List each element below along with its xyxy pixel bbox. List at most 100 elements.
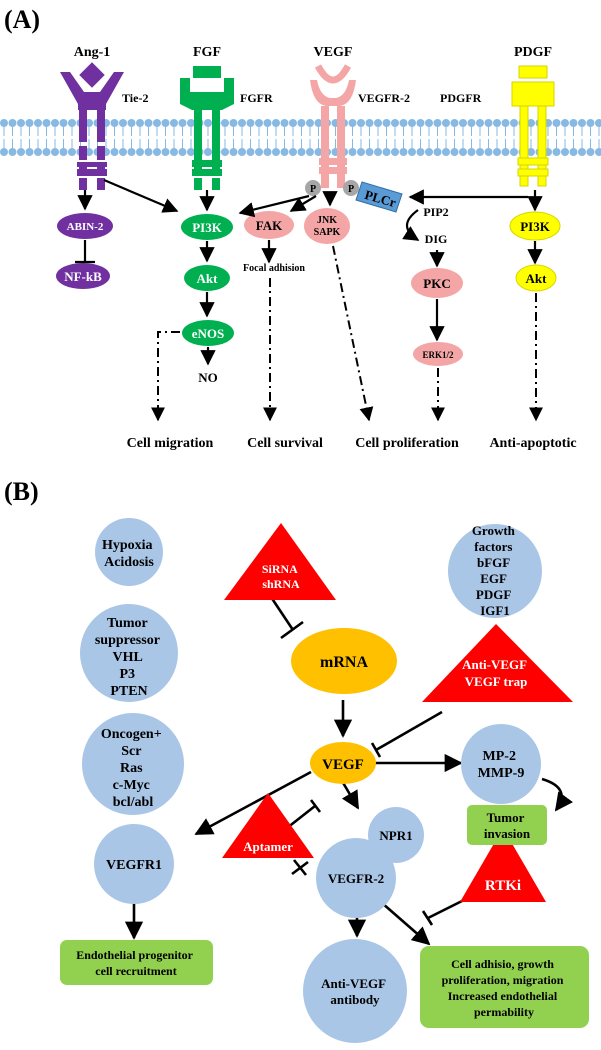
vegfr2-label: VEGFR-2 (358, 91, 410, 105)
lipid-head (42, 148, 51, 156)
lipid-head (314, 148, 323, 156)
aptamer-triangle (222, 793, 314, 858)
fgfr-receptor-shape (180, 78, 234, 110)
pi3k-green-node (181, 214, 233, 240)
lipid-head (408, 119, 416, 127)
lipid-head (59, 148, 68, 156)
lipid-head (569, 148, 578, 156)
sapk-label: SAPK (314, 227, 341, 238)
lipid-head (25, 119, 34, 127)
pi3k-green-label: PI3K (192, 220, 223, 235)
lipid-head (51, 148, 59, 156)
lipid-head (527, 148, 535, 156)
lipid-head (433, 148, 442, 156)
phospho-circle-2 (343, 180, 359, 196)
lipid-head (552, 148, 561, 156)
fak-node (244, 211, 294, 239)
lipid-head (136, 119, 144, 127)
vegf-vegfr2-receptor: VEGF VEGFR-2 (310, 45, 410, 188)
lipid-head (170, 119, 178, 127)
lipid-head (127, 148, 136, 156)
panel-b-arrows (124, 596, 573, 946)
phospho-circle-1 (305, 180, 321, 196)
endothelial-text: Endothelial progenitor cell recruitment (76, 948, 196, 978)
vegf-node (310, 742, 376, 784)
abin2-node (57, 213, 113, 239)
lipid-head (204, 119, 212, 127)
tumor-invasion-box (467, 805, 547, 845)
ang1-diamond (79, 62, 105, 88)
akt-green-node (184, 265, 230, 291)
outcome-cell-migration: Cell migration (127, 436, 214, 451)
panel-a-dashed-arrows (151, 245, 543, 422)
pdgf-pdgfr-receptor: PDGF PDGFR (440, 45, 555, 187)
ang1-label: Ang-1 (74, 45, 111, 60)
lipid-head (501, 148, 510, 156)
mrna-text: mRNA (320, 654, 368, 671)
lipid-head (484, 148, 493, 156)
abin2-label: ABIN-2 (67, 221, 104, 233)
erk-node (413, 342, 463, 366)
sirna-text: SiRNA shRNA (262, 562, 300, 591)
tie2-receptor-shape (60, 72, 124, 110)
erk-label: ERK1/2 (422, 350, 454, 360)
lipid-head (229, 119, 238, 127)
lipid-head (204, 148, 212, 156)
ang1-tie2-receptor: Ang-1 Tie-2 (60, 45, 148, 190)
lipid-head (0, 119, 8, 127)
lipid-head (280, 148, 289, 156)
lipid-head (8, 148, 17, 156)
hypoxia-text: Hypoxia Acidosis (102, 538, 156, 570)
anti-vegf-text: Anti-VEGF VEGF trap (462, 657, 530, 689)
enos-label: eNOS (192, 326, 225, 341)
endothelial-box (60, 940, 213, 985)
vegf-label: VEGF (314, 45, 353, 60)
fak-label: FAK (256, 218, 283, 233)
lipid-head (34, 148, 42, 156)
lipid-head (408, 148, 416, 156)
anti-vegf-triangle (422, 624, 573, 702)
lipid-head (442, 119, 450, 127)
lipid-head (433, 119, 442, 127)
lipid-head (578, 119, 586, 127)
lipid-head (595, 119, 601, 127)
lipid-head (399, 119, 408, 127)
lipid-head (161, 148, 170, 156)
nfkb-label: NF-kB (64, 269, 102, 284)
lipid-head (561, 119, 569, 127)
npr1-text: NPR1 (379, 828, 412, 843)
lipid-head (425, 119, 433, 127)
lipid-head (391, 119, 399, 127)
panel-b-boxes: Tumor invasion Endothelial progenitor ce… (60, 805, 589, 1028)
lipid-head (416, 148, 425, 156)
lipid-head (314, 119, 323, 127)
lipid-head (306, 148, 314, 156)
mp-text: MP-2 MMP-9 (478, 749, 525, 781)
lipid-head (272, 119, 280, 127)
panel-a-arrows (75, 178, 543, 366)
lipid-head (221, 119, 229, 127)
jnk-sapk-node (304, 208, 350, 244)
lipid-head (136, 148, 144, 156)
lipid-head (357, 148, 365, 156)
jnk-label: JNK (317, 215, 337, 226)
lipid-head (442, 148, 450, 156)
panel-b-triangles: SiRNA shRNA Anti-VEGF VEGF trap Aptamer … (222, 523, 573, 902)
pip2-label: PIP2 (423, 205, 448, 219)
lipid-head (119, 148, 127, 156)
lipid-head (170, 148, 178, 156)
growth-factors-circle (448, 524, 542, 618)
lipid-head (280, 119, 289, 127)
outcome-cell-survival: Cell survival (247, 436, 323, 451)
pkc-label: PKC (423, 276, 450, 291)
lipid-head (187, 119, 195, 127)
lipid-head (144, 148, 153, 156)
lipid-head (382, 148, 391, 156)
lipid-head (510, 148, 518, 156)
oncogen-text: Oncogen+ Scr Ras c-Myc bcl/abl (101, 727, 165, 810)
vegfr2-receptor-shape (310, 80, 356, 106)
lipid-head (484, 119, 493, 127)
no-label: NO (198, 370, 218, 385)
lipid-head (178, 119, 187, 127)
pi3k-yellow-label: PI3K (520, 219, 551, 234)
